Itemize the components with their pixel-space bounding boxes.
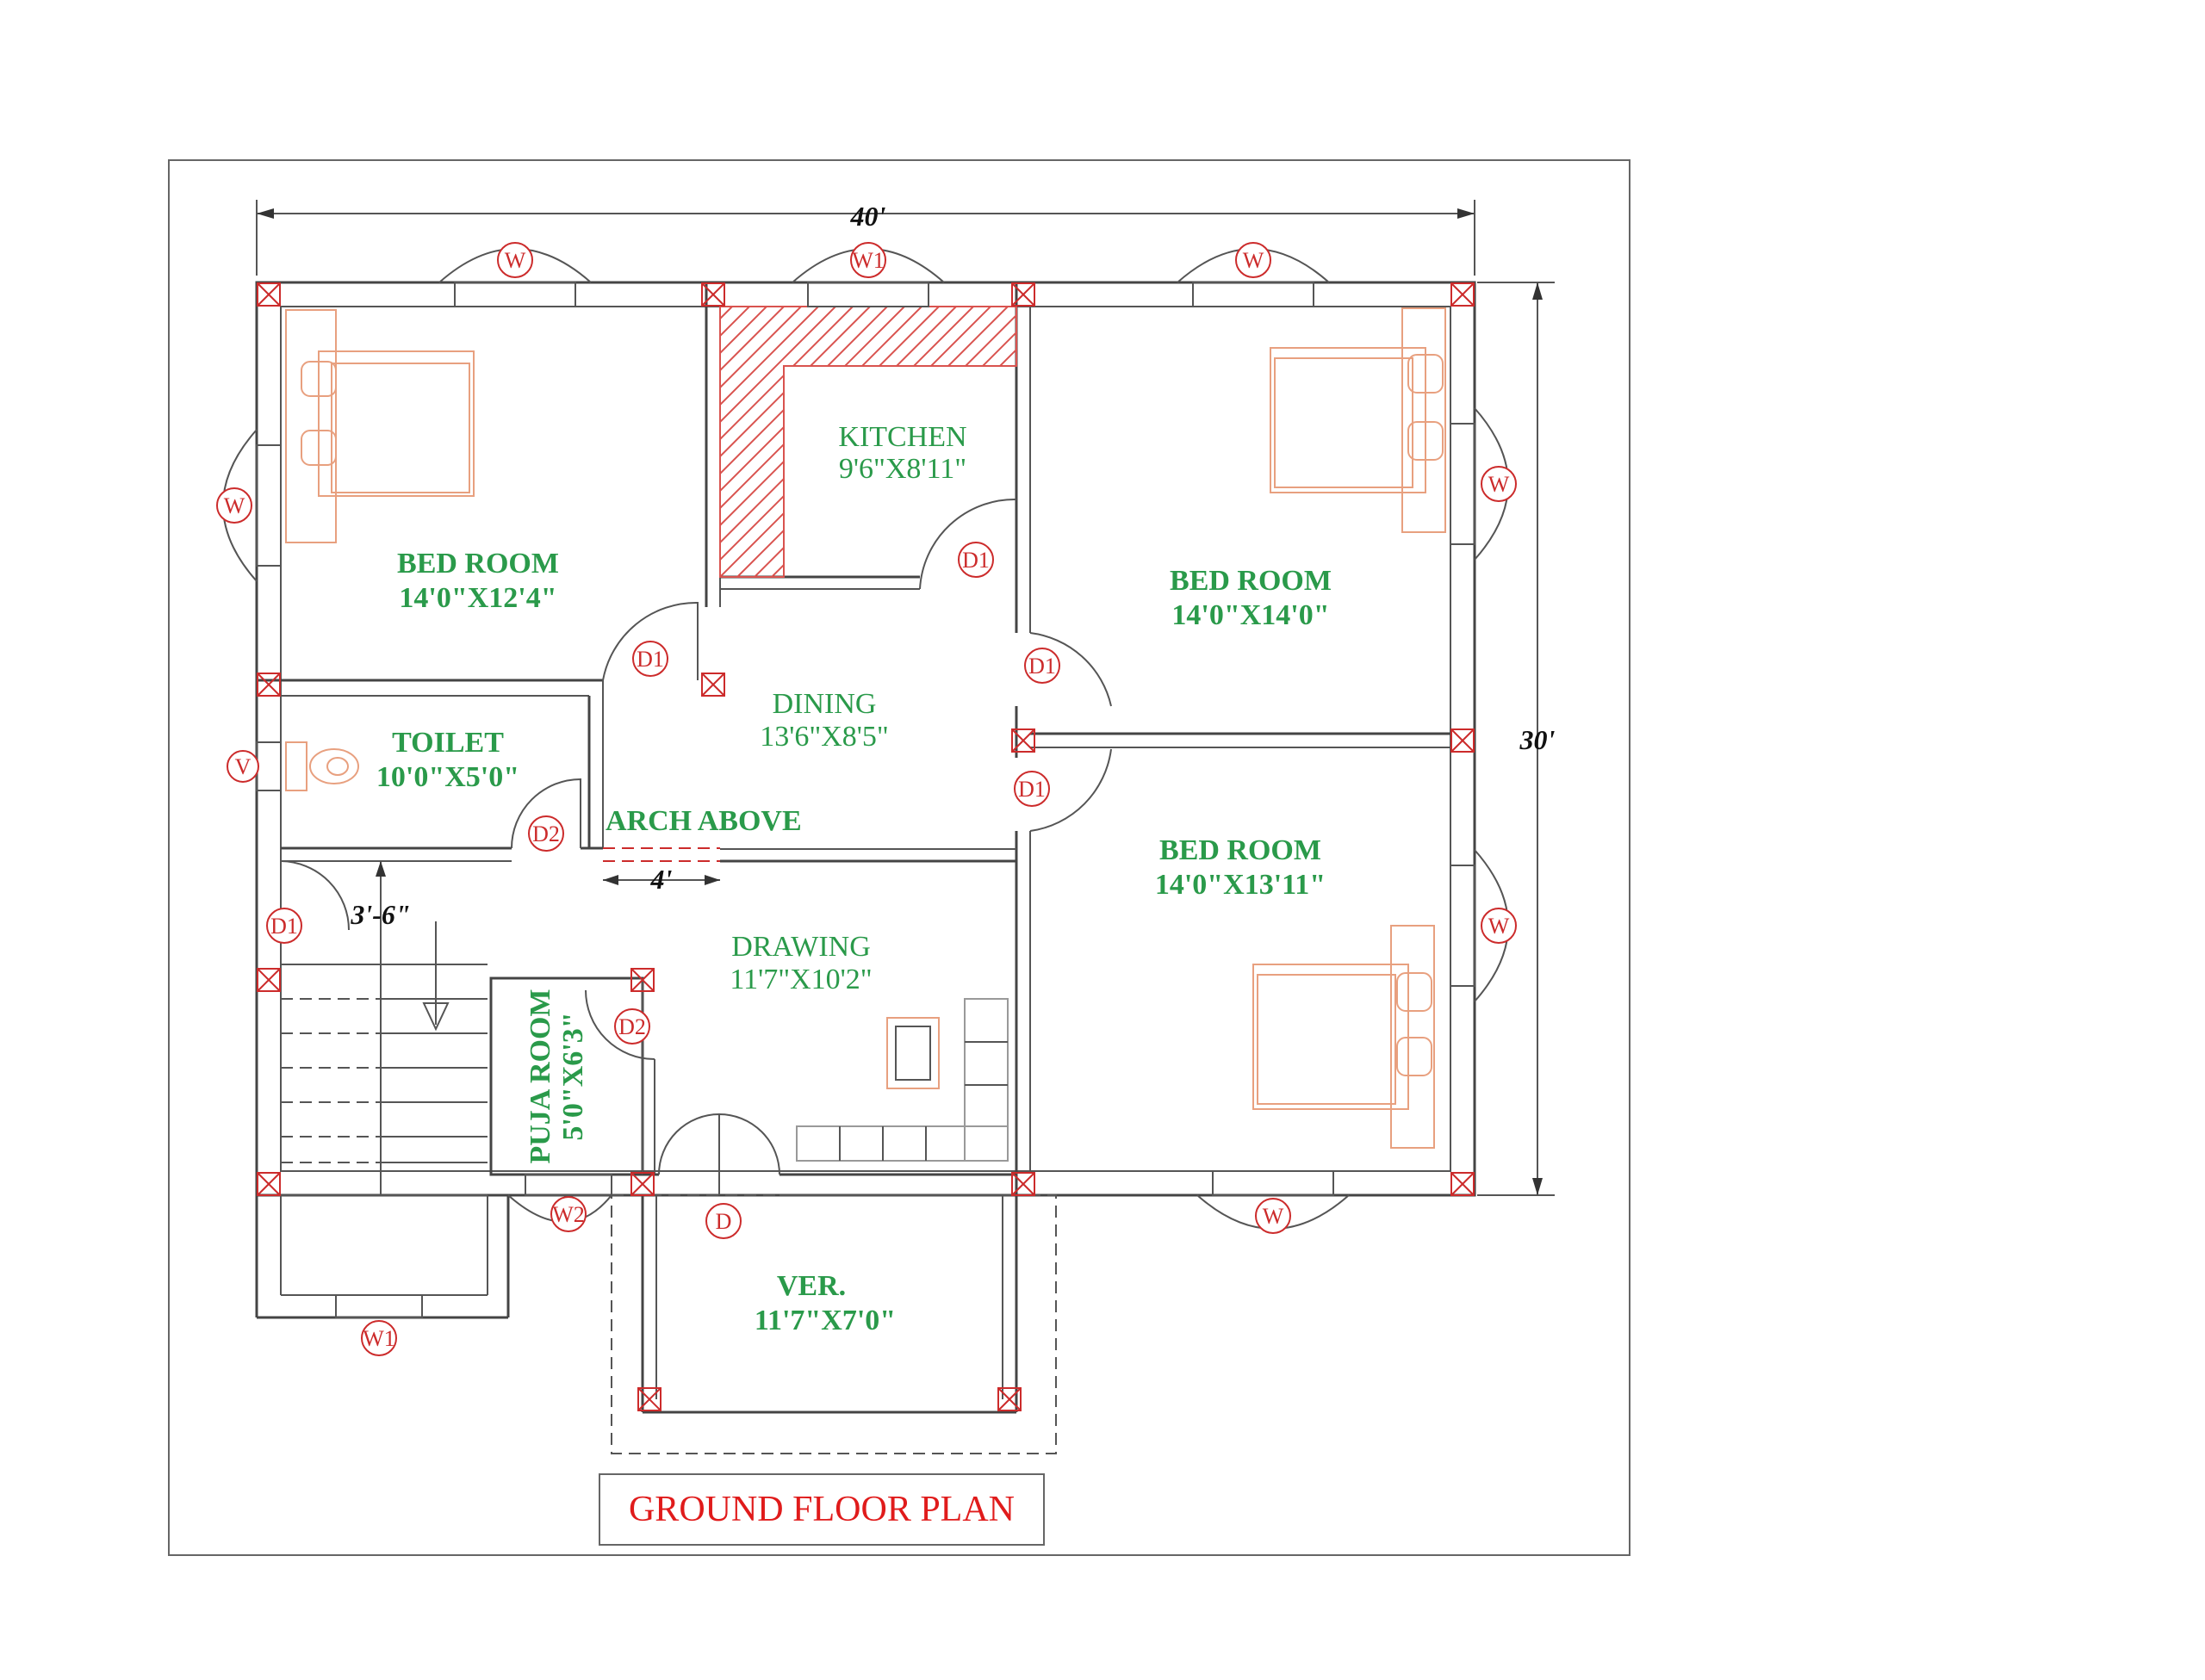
tag-door-stair: D1 — [266, 908, 302, 944]
toilet-name: TOILET — [392, 727, 504, 759]
sheet-border — [168, 159, 1630, 1556]
svg-text:D: D — [716, 1209, 732, 1234]
tag-door-kitchen: D1 — [958, 542, 994, 578]
bed-furniture — [285, 307, 1446, 1162]
tag-door-bed3: D1 — [1014, 771, 1050, 807]
svg-text:D2: D2 — [532, 821, 560, 846]
toilet-size: 10'0"X5'0" — [376, 761, 519, 793]
drawing-size: 11'7"X10'2" — [730, 964, 872, 995]
kitchen-size: 9'6"X8'11" — [839, 453, 966, 485]
svg-text:W: W — [505, 248, 526, 273]
verandah-name: VER. — [777, 1270, 846, 1302]
dining-size: 13'6"X8'5" — [760, 721, 889, 753]
tag-door-toilet: D2 — [528, 815, 564, 852]
svg-text:W: W — [1488, 472, 1510, 497]
tag-window-bed1-top: W — [497, 242, 533, 278]
bed3-size: 14'0"X13'11" — [1155, 869, 1326, 901]
depth-label: 30' — [1519, 724, 1556, 755]
arch-width-label: 4' — [650, 864, 673, 895]
plan-title: GROUND FLOOR PLAN — [629, 1490, 1015, 1529]
svg-text:D1: D1 — [1018, 777, 1046, 802]
arch-above-note: ARCH ABOVE — [606, 805, 802, 837]
svg-text:W: W — [1488, 914, 1510, 939]
svg-text:W: W — [1243, 248, 1264, 273]
svg-text:W1: W1 — [363, 1326, 395, 1351]
tag-window-kitchen-top: W1 — [850, 242, 886, 278]
depth-dimension: 30' — [1477, 282, 1556, 1196]
svg-text:W1: W1 — [852, 248, 885, 273]
drawing-name: DRAWING — [731, 931, 871, 963]
tag-window-stair-bottom: W1 — [361, 1320, 397, 1356]
door-swings — [280, 498, 1112, 1195]
puja-size: 5'0"X6'3" — [557, 1012, 589, 1140]
puja-name: PUJA ROOM — [525, 989, 556, 1163]
svg-text:D1: D1 — [962, 548, 990, 573]
svg-text:V: V — [235, 754, 252, 779]
tag-window-bed1-left: W — [216, 487, 252, 524]
bed2-size: 14'0"X14'0" — [1171, 599, 1329, 631]
bed1-size: 14'0"X12'4" — [399, 582, 556, 614]
tag-window-bed3-bottom: W — [1255, 1198, 1291, 1234]
tag-window-bed2-right: W — [1481, 466, 1517, 502]
arch-above: 4' ARCH ABOVE — [603, 805, 802, 895]
width-label: 40' — [850, 201, 886, 232]
dining-name: DINING — [773, 688, 877, 720]
svg-text:W2: W2 — [552, 1202, 585, 1227]
bed1-name: BED ROOM — [397, 548, 559, 580]
tag-door-bed1: D1 — [632, 641, 668, 677]
kitchen-name: KITCHEN — [838, 421, 966, 453]
svg-text:D1: D1 — [1028, 654, 1056, 679]
room-labels: BED ROOM 14'0"X12'4" KITCHEN 9'6"X8'11" … — [376, 421, 1332, 1336]
svg-text:D1: D1 — [637, 647, 664, 672]
bed2-name: BED ROOM — [1170, 565, 1332, 597]
plan-title-box: GROUND FLOOR PLAN — [599, 1473, 1045, 1546]
staircase: 3'-6" — [281, 861, 488, 1195]
svg-text:D1: D1 — [270, 914, 298, 939]
tag-window-bed3-right: W — [1481, 908, 1517, 944]
tag-door-bed2: D1 — [1024, 648, 1060, 684]
stair-width-label: 3'-6" — [350, 899, 410, 930]
tag-door-main: D — [705, 1203, 742, 1239]
tags: W W1 W W V W W W W1 W2 D1 D1 D1 D1 D2 D1… — [216, 242, 1517, 1356]
svg-text:D2: D2 — [618, 1014, 646, 1039]
tag-door-puja: D2 — [614, 1008, 650, 1045]
width-dimension: 40' — [256, 200, 1475, 276]
bed3-name: BED ROOM — [1159, 834, 1321, 866]
tag-vent-toilet: V — [227, 750, 259, 783]
svg-text:W: W — [1263, 1204, 1284, 1229]
tag-window-bed2-top: W — [1235, 242, 1271, 278]
svg-text:W: W — [224, 493, 245, 518]
verandah-size: 11'7"X7'0" — [755, 1305, 896, 1336]
tag-window-puja-bottom: W2 — [550, 1196, 587, 1232]
